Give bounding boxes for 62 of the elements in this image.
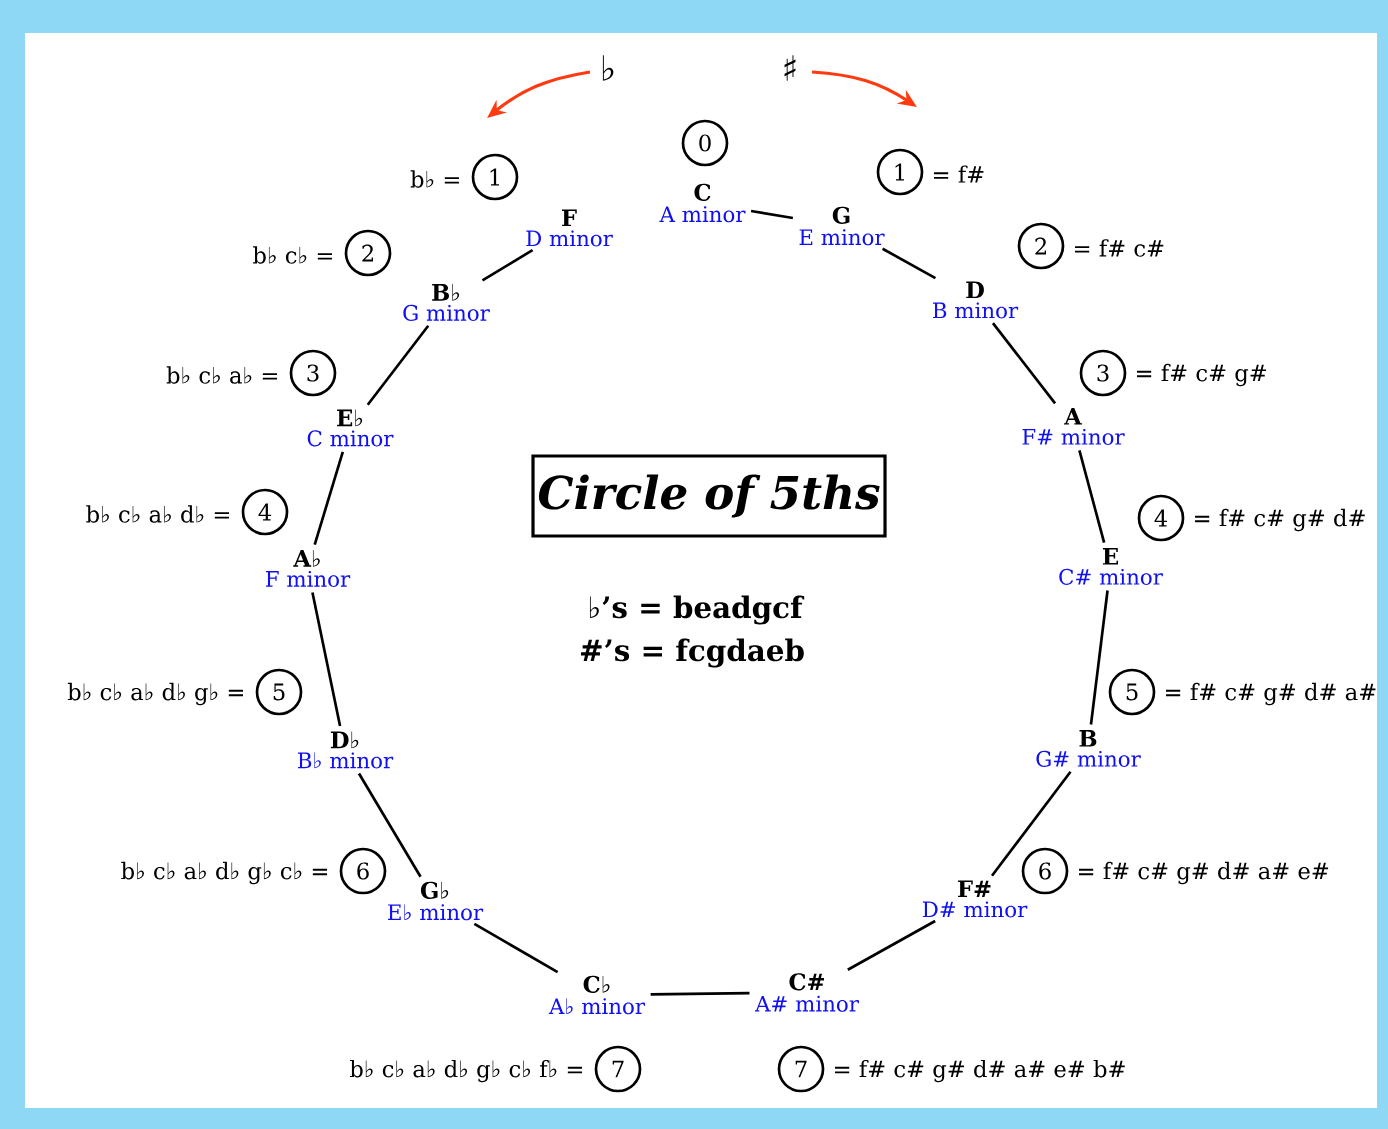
accidentals-text: b♭ c♭ a♭ = <box>166 366 277 384</box>
circled-number: 3 <box>289 349 337 397</box>
arc-segment <box>313 451 345 546</box>
key-label: D B minor <box>933 281 1019 319</box>
accidental-symbol: ♭ <box>602 55 614 81</box>
accidentals-text: = f# c# <box>1075 239 1164 257</box>
circled-number: 1 <box>471 153 519 201</box>
arc-segment <box>750 209 794 220</box>
arc-segment <box>991 322 1057 405</box>
circled-number: 2 <box>1017 222 1065 270</box>
accidentals-text: b♭ c♭ a♭ d♭ = <box>86 505 229 523</box>
circled-number: 6 <box>1021 847 1069 895</box>
key-label: C A minor <box>659 183 746 223</box>
accidentals-text: = f# c# g# d# a# <box>1166 682 1376 706</box>
accidentals-text: b♭ c♭ a♭ d♭ g♭ c♭ = <box>121 861 327 885</box>
accidentals-text: = f# <box>934 165 984 183</box>
key-label: F D minor <box>526 209 613 247</box>
arc-segment <box>1089 590 1109 725</box>
arc-segment <box>1078 450 1106 543</box>
arc-segment <box>473 922 559 974</box>
circled-number: 3 <box>1079 349 1127 397</box>
accidentals-text: = f# c# g# d# <box>1195 508 1365 532</box>
key-label: B♭ G minor <box>403 284 490 321</box>
accidentals-text: b♭ c♭ a♭ d♭ g♭ c♭ f♭ = <box>349 1059 583 1083</box>
accidentals-text: = f# c# g# d# a# e# <box>1079 861 1329 885</box>
key-label: C♭ A♭ minor <box>548 975 646 1015</box>
circled-number: 1 <box>876 148 924 196</box>
circled-number: 5 <box>1108 668 1156 716</box>
circled-number: 5 <box>255 668 303 716</box>
circled-number: 0 <box>681 119 729 167</box>
key-label: E♭ C minor <box>307 409 394 447</box>
circled-number: 4 <box>241 488 289 536</box>
mnemonic-text: #’s = fcgdaeb <box>581 638 804 668</box>
key-label: A F# minor <box>1022 408 1125 445</box>
mnemonic-text: ♭’s = beadgcf <box>590 595 805 625</box>
key-label: B G# minor <box>1036 730 1141 767</box>
accidentals-text: b♭ c♭ a♭ d♭ g♭ = <box>67 682 243 706</box>
arc-segment <box>481 248 534 282</box>
arc-segment <box>650 991 750 996</box>
accidental-symbol: ♯ <box>784 55 796 81</box>
key-label: C# A# minor <box>754 973 859 1012</box>
arc-segment <box>881 247 937 280</box>
arc-segment <box>366 324 430 406</box>
key-label: G♭ E♭ minor <box>388 881 484 921</box>
title-box: Circle of 5ths <box>531 454 887 538</box>
arc-segment <box>847 919 936 971</box>
key-label: E C# minor <box>1059 548 1163 585</box>
accidentals-text: = f# c# g# d# a# e# b# <box>835 1059 1125 1083</box>
arc-segment <box>311 592 342 727</box>
accidentals-text: b♭ = <box>410 170 459 188</box>
accidentals-text: = f# c# g# <box>1137 363 1267 387</box>
arc-segment <box>357 772 422 878</box>
key-label: G E minor <box>799 206 885 246</box>
circled-number: 2 <box>344 229 392 277</box>
circled-number: 6 <box>339 847 387 895</box>
accidentals-text: b♭ c♭ = <box>253 246 332 264</box>
circled-number: 4 <box>1137 494 1185 542</box>
arc-segment <box>990 770 1072 877</box>
circled-number: 7 <box>594 1045 642 1093</box>
circled-number: 7 <box>777 1045 825 1093</box>
key-label: D♭ B♭ minor <box>298 731 394 769</box>
key-label: A♭ F minor <box>265 550 351 587</box>
